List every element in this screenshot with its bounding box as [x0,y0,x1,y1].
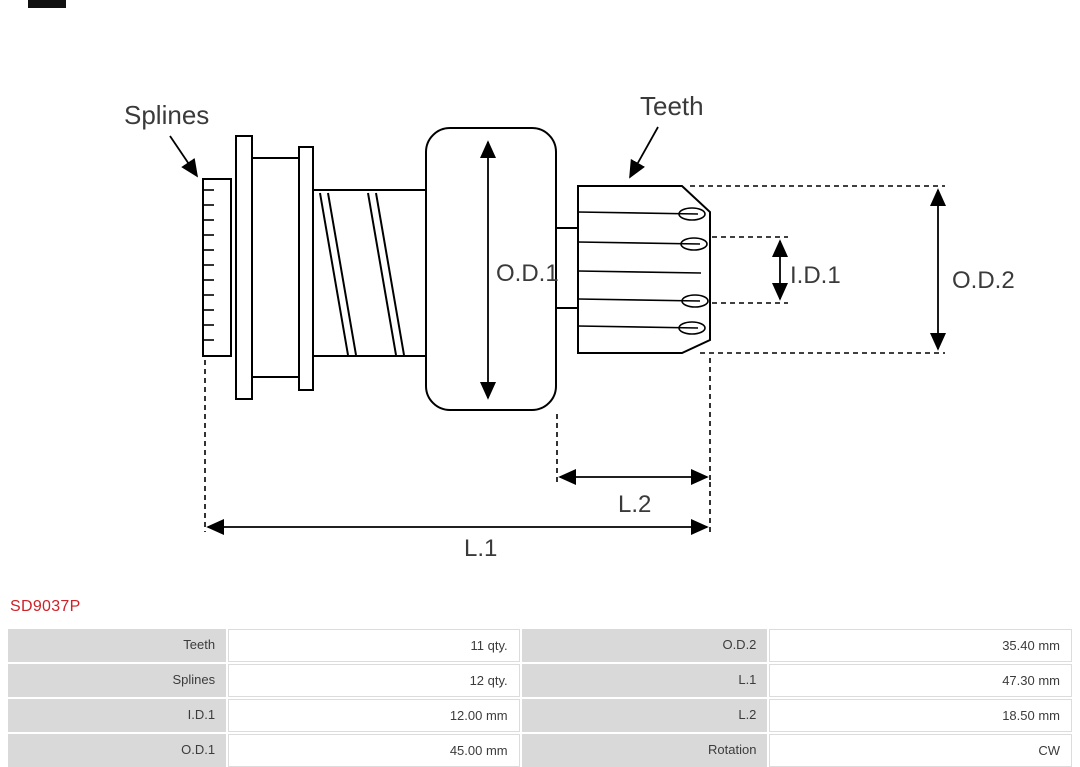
spec-value: CW [769,734,1072,767]
top-left-mark [28,0,66,8]
spec-value: 12.00 mm [228,699,520,732]
splined-shaft [202,178,232,357]
spec-label: O.D.1 [8,734,227,767]
part-code[interactable]: SD9037P [10,598,81,615]
spec-label: Teeth [8,629,227,662]
spec-label: L.1 [521,664,768,697]
clutch-housing: O.D.1 [425,127,559,411]
id1-dim-label: I.D.1 [790,262,841,289]
pinion-shaft [556,227,578,309]
spec-label: O.D.2 [521,629,768,662]
l1-dim-label: L.1 [464,535,497,562]
spec-table: Teeth 11 qty. O.D.2 35.40 mm Splines 12 … [8,629,1072,767]
spec-label: Rotation [521,734,768,767]
splines-label: Splines [124,100,209,130]
l2-dim-label: L.2 [618,491,651,518]
spec-value: 47.30 mm [769,664,1072,697]
spec-value: 45.00 mm [228,734,520,767]
spec-label: I.D.1 [8,699,227,732]
teeth-label: Teeth [640,91,704,121]
spec-label: L.2 [521,699,768,732]
spring-section [313,189,426,357]
spec-label: Splines [8,664,227,697]
od1-dim-label: O.D.1 [496,260,559,287]
teeth-callout: Teeth [629,91,704,179]
l1-dimension: L.1 [204,360,711,562]
spec-value: 11 qty. [228,629,520,662]
pinion-gear [577,185,711,354]
starter-drive-diagram: O.D.1 Splines Teeth [124,91,1015,562]
spec-value: 18.50 mm [769,699,1072,732]
splines-callout: Splines [124,100,209,178]
flange-section [235,135,314,400]
od2-dim-label: O.D.2 [952,267,1015,294]
id1-dimension: I.D.1 [712,236,841,304]
l2-dimension: L.2 [556,358,711,518]
od2-dimension: O.D.2 [690,185,1015,354]
spec-value: 12 qty. [228,664,520,697]
spec-value: 35.40 mm [769,629,1072,662]
